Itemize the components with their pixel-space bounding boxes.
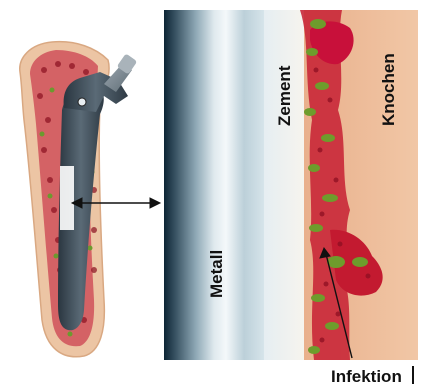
metal-layer <box>164 10 264 360</box>
detail-highlight-box <box>60 166 74 230</box>
implant-hole <box>78 98 86 106</box>
label-metal: Metall <box>207 250 226 298</box>
detail-panel: Metall Zement Knochen <box>164 10 418 360</box>
cement-layer <box>264 10 304 360</box>
label-infection: Infektion <box>331 367 402 386</box>
infection-label-bar <box>412 366 414 384</box>
label-cement: Zement <box>275 65 294 126</box>
label-bone: Knochen <box>379 53 398 126</box>
